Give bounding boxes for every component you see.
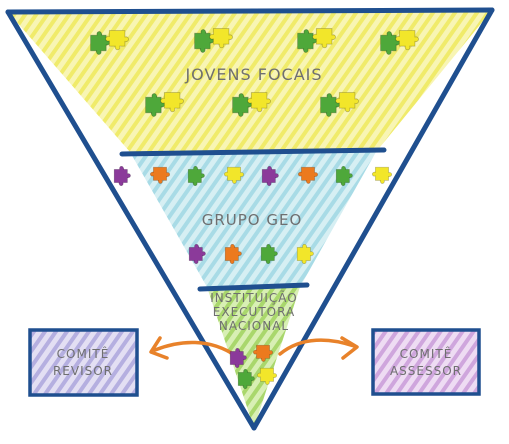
left-committee-box bbox=[28, 328, 139, 397]
puzzle-piece-purple bbox=[113, 165, 132, 187]
left-box-label-line-2: REVISOR bbox=[53, 364, 113, 378]
top-tier-fill bbox=[8, 10, 492, 152]
bottom-tier-label-line-3: NACIONAL bbox=[219, 319, 289, 333]
top-tier-label: JOVENS FOCAIS bbox=[184, 65, 322, 84]
right-arrow bbox=[278, 338, 356, 356]
left-arrow bbox=[153, 340, 238, 358]
right-arrowhead bbox=[340, 336, 359, 360]
right-box-label-line-2: ASSESSOR bbox=[390, 364, 462, 378]
bottom-tier-label-line-1: INSTITUIÇÃO bbox=[210, 290, 297, 305]
middle-tier-label: GRUPO GEO bbox=[202, 211, 303, 229]
bottom-tier-fill bbox=[207, 287, 300, 428]
left-arrowhead bbox=[149, 336, 169, 360]
right-committee-box bbox=[371, 328, 481, 396]
right-box-label-line-1: COMITÊ bbox=[400, 346, 453, 361]
pyramid-outline bbox=[5, 7, 495, 431]
puzzle-piece-yellow bbox=[371, 166, 393, 185]
bottom-tier-label-line-2: EXECUTORA bbox=[213, 305, 295, 319]
arrows bbox=[149, 336, 359, 360]
left-box-label-line-1: COMITÊ bbox=[57, 346, 110, 361]
